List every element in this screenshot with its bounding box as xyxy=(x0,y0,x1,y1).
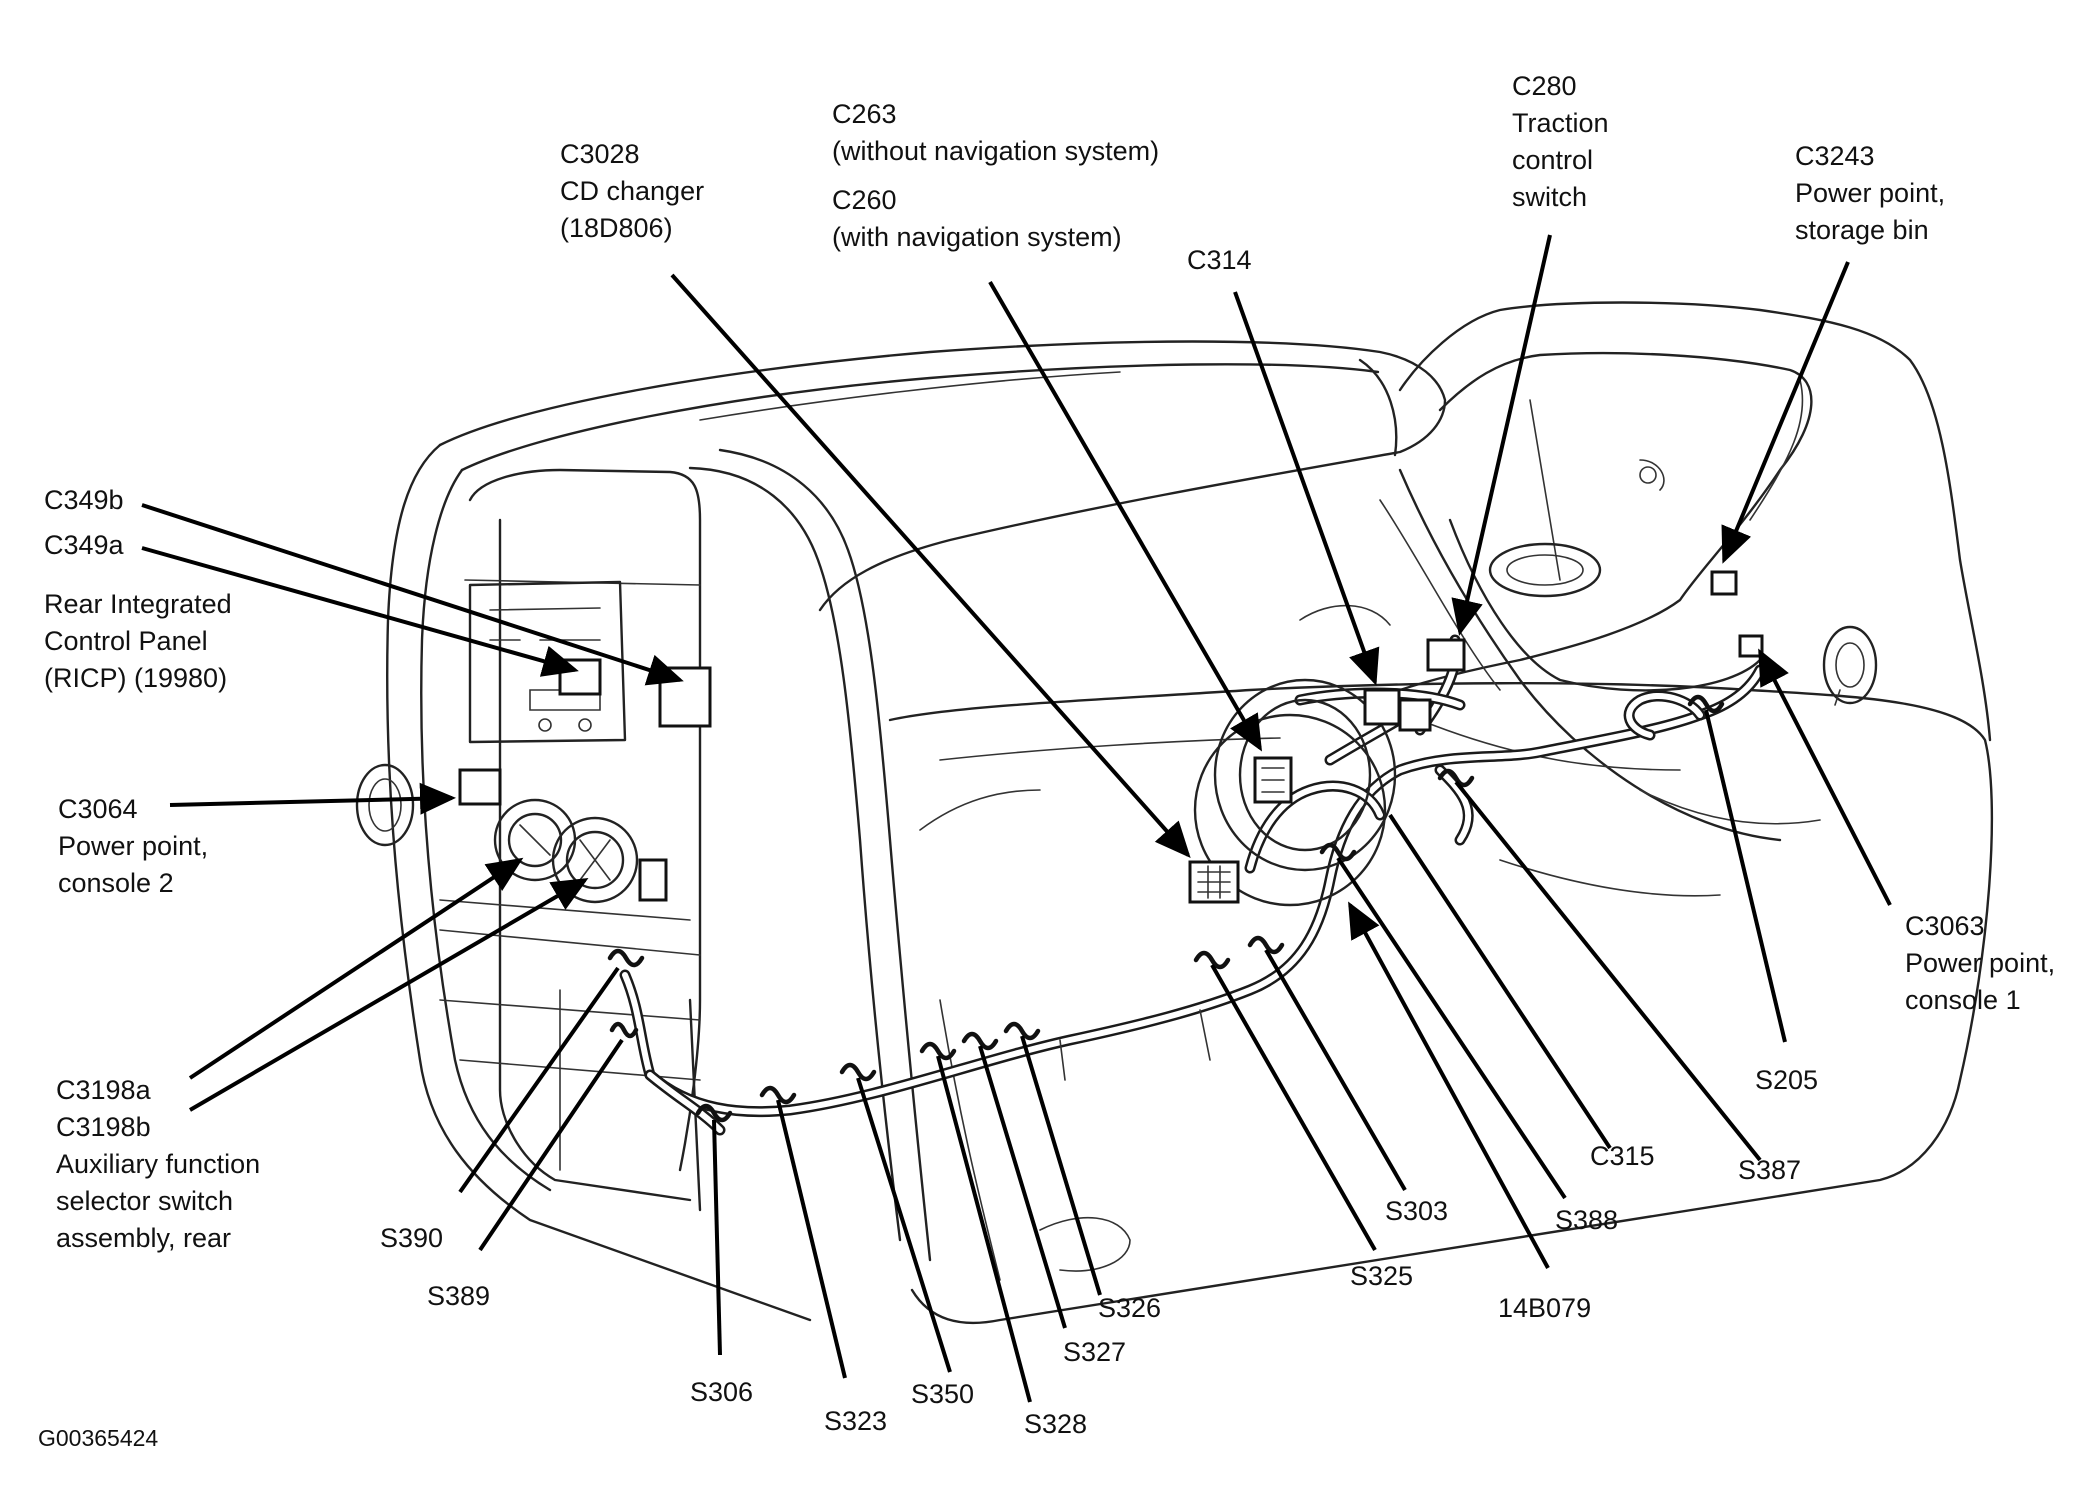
leader-s323 xyxy=(776,1099,847,1379)
label-s387: S387 xyxy=(1738,1155,1802,1185)
connector-c280 xyxy=(1426,638,1466,672)
label-s328: S328 xyxy=(1024,1409,1088,1439)
leader-c349a xyxy=(141,546,579,677)
leader-c3198b xyxy=(188,877,589,1112)
leader-14b079 xyxy=(1348,901,1550,1269)
leader-c314 xyxy=(1233,291,1380,686)
splice-s387 xyxy=(1437,768,1475,788)
label-s388: S388 xyxy=(1555,1205,1619,1235)
label-s325: S325 xyxy=(1350,1261,1414,1291)
label-c3198a: C3198a xyxy=(56,1075,151,1105)
console-body xyxy=(355,301,1994,1325)
leader-c3198a xyxy=(188,857,524,1080)
leader-s350 xyxy=(856,1077,952,1373)
label-s327: S327 xyxy=(1063,1337,1127,1367)
label-c260: C260(with navigation system) xyxy=(832,185,1122,252)
leader-s306 xyxy=(712,1119,722,1356)
leader-s388 xyxy=(1336,856,1567,1200)
leader-c315 xyxy=(1388,813,1612,1150)
label-s350: S350 xyxy=(911,1379,975,1409)
leader-s325 xyxy=(1210,964,1377,1251)
label-c349b: C349b xyxy=(44,485,124,515)
connector-c349a xyxy=(558,658,602,696)
splice-s325 xyxy=(1193,950,1231,970)
connector-c3198b xyxy=(638,858,668,902)
leader-c3063 xyxy=(1758,648,1892,906)
connector-c3243 xyxy=(1710,570,1738,596)
leader-s328 xyxy=(936,1055,1032,1403)
connector-c3063 xyxy=(1738,634,1764,658)
label-s306: S306 xyxy=(690,1377,754,1407)
splice-marks xyxy=(607,694,1725,1123)
leader-s326 xyxy=(1020,1035,1102,1296)
connector-shapes xyxy=(458,570,1764,904)
leader-s390 xyxy=(458,966,620,1194)
splice-s388 xyxy=(1319,842,1357,862)
label-s323: S323 xyxy=(824,1406,888,1436)
leader-lines xyxy=(141,234,1892,1403)
label-s326: S326 xyxy=(1098,1293,1162,1323)
leader-s205 xyxy=(1704,709,1787,1043)
label-c315: C315 xyxy=(1590,1141,1655,1171)
leader-c3064 xyxy=(169,782,456,815)
splice-s306 xyxy=(695,1103,733,1123)
splice-s327 xyxy=(961,1031,999,1051)
label-s205: S205 xyxy=(1755,1065,1819,1095)
leader-s327 xyxy=(978,1045,1067,1329)
figure-id: G00365424 xyxy=(38,1425,159,1451)
connector-c314 xyxy=(1363,688,1401,726)
label-c349a: C349a xyxy=(44,530,124,560)
label-s389: S389 xyxy=(427,1281,491,1311)
label-s390: S390 xyxy=(380,1223,444,1253)
splice-s328 xyxy=(919,1041,957,1061)
splice-s390 xyxy=(607,948,645,968)
label-14b079: 14B079 xyxy=(1498,1293,1592,1323)
leader-c3028 xyxy=(670,273,1191,858)
leader-c263 xyxy=(988,280,1263,752)
connector-c3064 xyxy=(458,768,502,806)
splice-s350 xyxy=(839,1062,877,1082)
splice-s326 xyxy=(1003,1021,1041,1041)
label-c314: C314 xyxy=(1187,245,1252,275)
leader-c3243 xyxy=(1721,261,1850,564)
leader-s389 xyxy=(478,1038,624,1252)
splice-s303 xyxy=(1247,935,1285,955)
splice-s323 xyxy=(759,1085,797,1105)
leader-s303 xyxy=(1264,948,1407,1192)
splice-s389 xyxy=(609,1021,639,1039)
label-s303: S303 xyxy=(1385,1196,1449,1226)
leader-c349b xyxy=(141,503,684,686)
label-c263: C263(without navigation system) xyxy=(832,99,1160,166)
splice-s205 xyxy=(1687,694,1725,714)
leader-s387 xyxy=(1454,780,1762,1162)
leader-c280 xyxy=(1451,234,1552,636)
